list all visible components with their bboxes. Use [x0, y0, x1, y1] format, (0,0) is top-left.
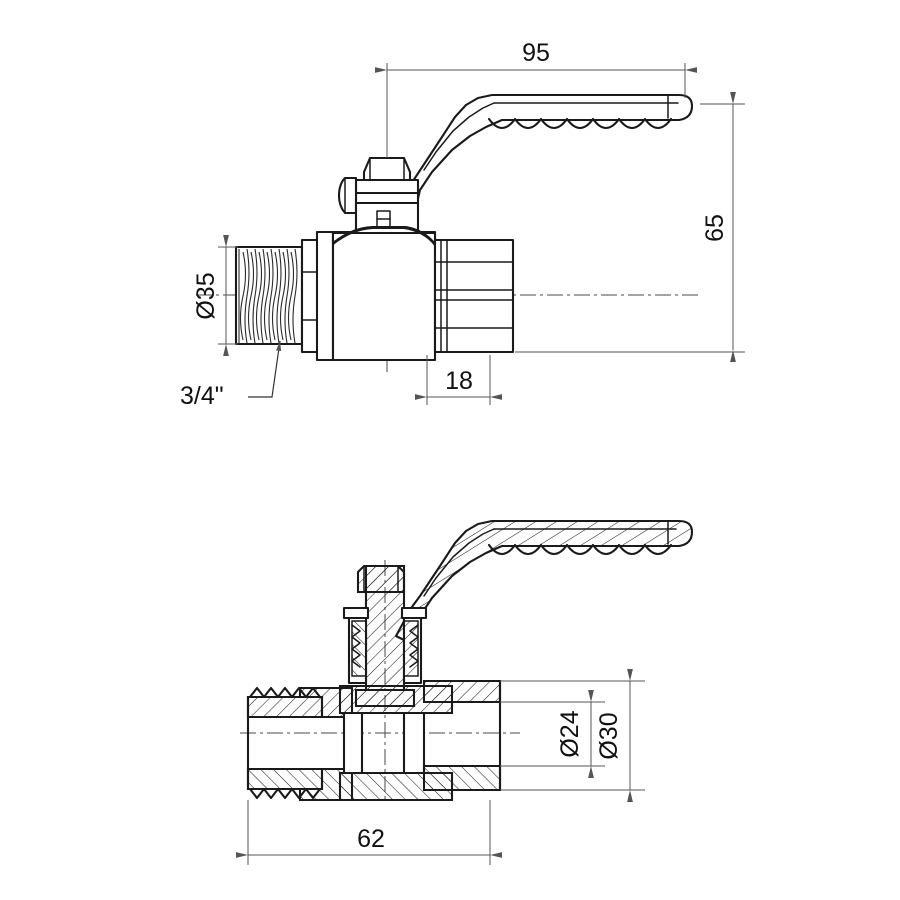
dimension-dia24-label: Ø24 [556, 710, 584, 757]
valve-handle-top [400, 93, 694, 209]
dimension-62: 62 [236, 800, 502, 865]
dimension-65: 65 [515, 92, 745, 362]
callout-thread-size: 3/4" [180, 340, 282, 410]
handle-section-bottom [407, 519, 694, 618]
dimension-65-label: 65 [701, 214, 729, 242]
dimension-95-label: 95 [522, 39, 550, 67]
handle-stop-lug-top [337, 176, 358, 215]
valve-body-top [234, 225, 515, 362]
view-section-elevation: Ø24 Ø30 62 [236, 519, 694, 865]
callout-leader-line [248, 340, 282, 398]
dimension-95: 95 [375, 39, 697, 158]
seat-right [402, 711, 426, 775]
view-external-elevation: 95 65 Ø35 3/4" 18 [180, 39, 745, 410]
dimension-dia30-label: Ø30 [595, 712, 623, 759]
thread-profile-top [238, 248, 298, 344]
left-nipple-wall-upper [246, 695, 324, 719]
seat-left [342, 711, 364, 775]
dimension-18: 18 [415, 355, 502, 405]
left-nipple-wall-lower [246, 767, 324, 791]
right-socket-lower [422, 764, 502, 792]
valve-handle-bottom [394, 519, 694, 643]
stem-nut-assembly-top [337, 156, 420, 243]
body-flange-top [315, 230, 335, 362]
dimension-dia35: Ø35 [192, 235, 238, 356]
valve-body-bottom [246, 679, 502, 802]
dimension-dia30: Ø30 [500, 669, 645, 802]
dimension-18-label: 18 [445, 367, 473, 395]
body-main-top [331, 230, 437, 362]
female-end-top [433, 238, 515, 354]
dimension-dia35-label: Ø35 [192, 272, 220, 319]
stem-shaft-bottom [364, 564, 406, 692]
callout-thread-size-label: 3/4" [180, 382, 224, 410]
handle-plate-top [354, 178, 420, 195]
dimension-dia24: Ø24 [500, 690, 605, 778]
dimension-62-label: 62 [357, 825, 385, 853]
right-socket-upper [422, 679, 502, 704]
